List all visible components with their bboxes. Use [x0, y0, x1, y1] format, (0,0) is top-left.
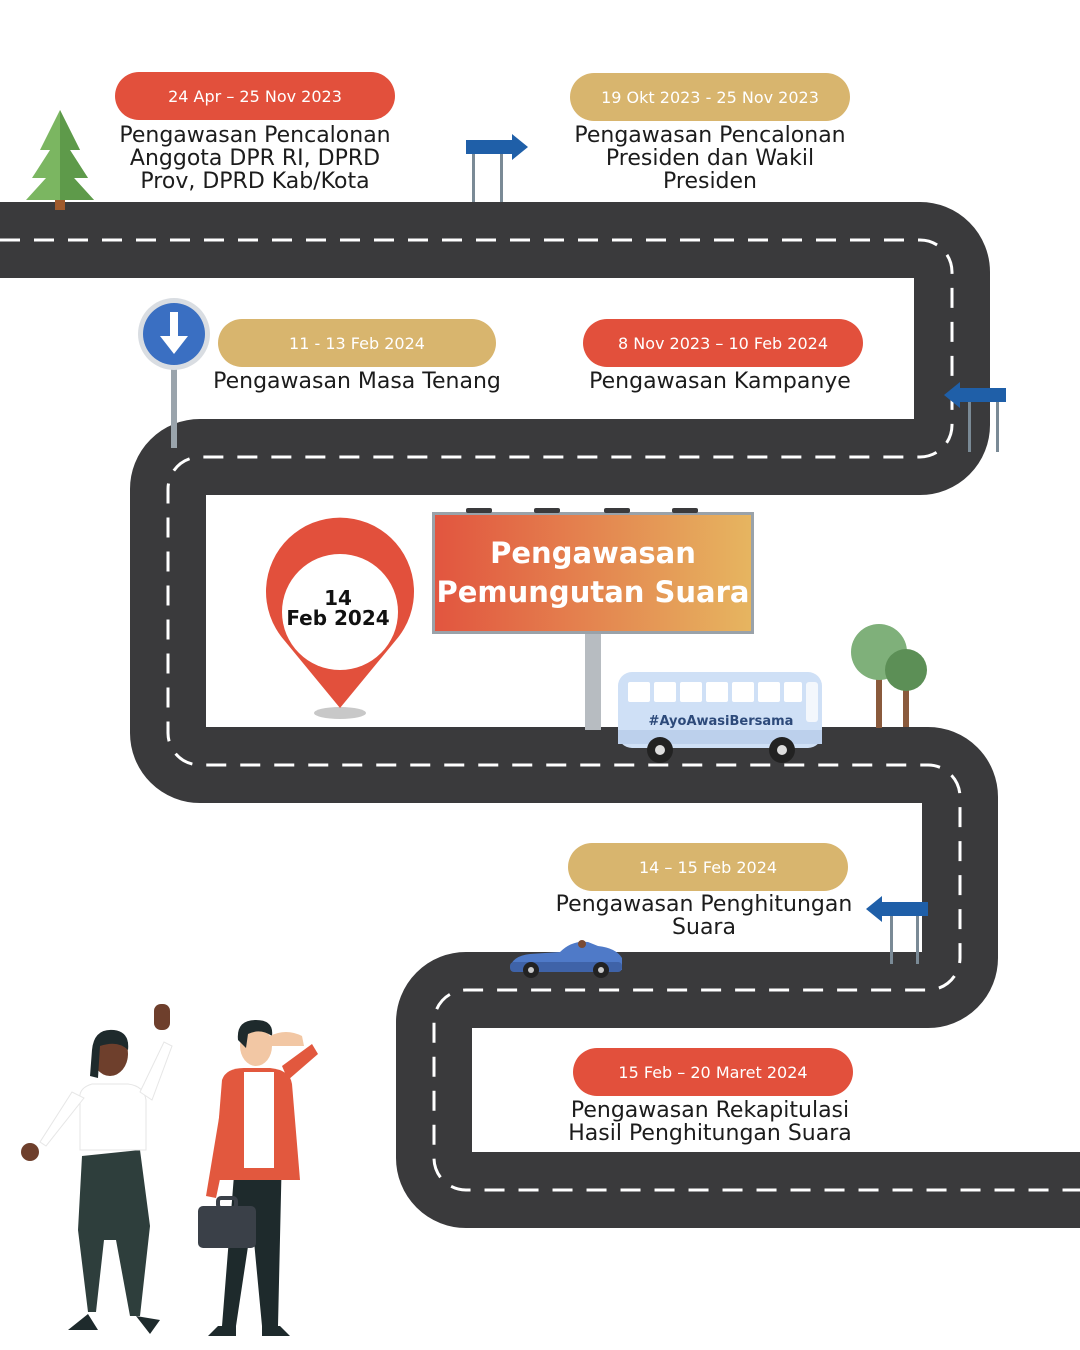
pin-day: 14	[324, 586, 352, 610]
direction-sign-icon	[866, 896, 928, 964]
billboard-line: Pengawasan	[490, 536, 696, 570]
man-with-briefcase-icon	[198, 1020, 318, 1336]
bus-icon	[618, 672, 822, 763]
direction-sign-icon	[944, 382, 1006, 452]
down-arrow-sign-icon	[138, 298, 210, 448]
milestone-title: Pengawasan Masa Tenang	[213, 369, 501, 394]
location-pin-icon	[265, 517, 414, 719]
pin-date: 14 Feb 2024	[282, 588, 394, 628]
woman-waving-icon	[21, 1004, 173, 1334]
bus-hashtag: #AyoAwasiBersama	[648, 714, 794, 729]
milestone-date-pill: 14 – 15 Feb 2024	[568, 843, 848, 891]
milestone-title: Pengawasan Pencalonan Presiden dan Wakil…	[574, 123, 846, 194]
billboard-text: Pengawasan Pemungutan Suara	[434, 514, 752, 632]
tree-icon	[26, 110, 94, 210]
milestone-date-pill: 24 Apr – 25 Nov 2023	[115, 72, 395, 120]
car-icon	[510, 940, 622, 978]
milestone-title: Pengawasan Pencalonan Anggota DPR RI, DP…	[119, 123, 391, 194]
tree-icon	[851, 624, 927, 728]
direction-sign-icon	[466, 134, 528, 202]
milestone-date-pill: 15 Feb – 20 Maret 2024	[573, 1048, 853, 1096]
road-lane-marking	[0, 238, 1080, 1192]
milestone-date-pill: 19 Okt 2023 - 25 Nov 2023	[570, 73, 850, 121]
milestone-title: Pengawasan Kampanye	[589, 369, 851, 394]
milestone-title: Pengawasan Penghitungan Suara	[555, 892, 853, 940]
milestone-date-pill: 8 Nov 2023 – 10 Feb 2024	[583, 319, 863, 367]
milestone-title: Pengawasan Rekapitulasi Hasil Penghitung…	[568, 1098, 852, 1146]
milestone-date-pill: 11 - 13 Feb 2024	[218, 319, 496, 367]
billboard-line: Pemungutan Suara	[436, 575, 750, 609]
pin-month-year: Feb 2024	[286, 606, 390, 630]
billboard-icon	[432, 508, 754, 730]
